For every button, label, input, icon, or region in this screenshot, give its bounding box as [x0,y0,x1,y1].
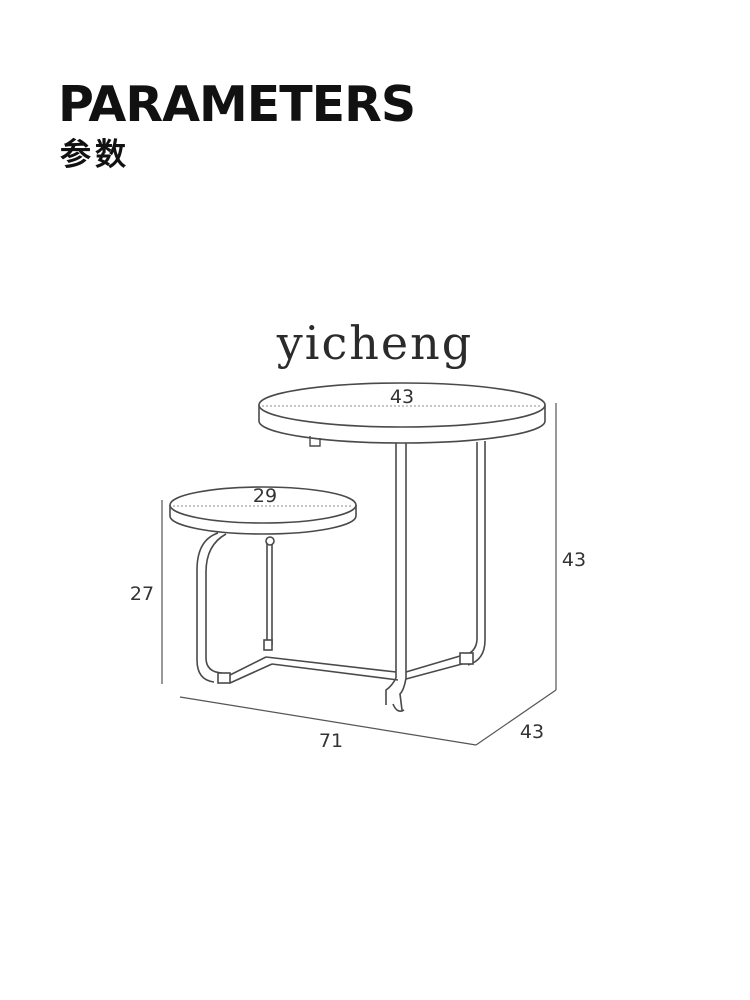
large-top-bracket [309,436,321,447]
page-subtitle-cn: 参数 [60,137,130,173]
label-total-height: 43 [562,549,586,571]
page-title: PARAMETERS [58,76,416,133]
label-large-top-diameter: 43 [390,386,414,408]
label-small-top-diameter: 29 [253,485,277,507]
dimension-lines [161,403,557,746]
large-table-frame [385,441,486,712]
small-table-top [169,486,357,535]
brand-watermark: yicheng [276,316,474,370]
label-depth: 43 [520,721,544,743]
small-table-frame [196,532,463,684]
label-small-table-height: 27 [130,583,154,605]
large-table-top [258,382,546,444]
label-total-width: 71 [319,730,343,752]
